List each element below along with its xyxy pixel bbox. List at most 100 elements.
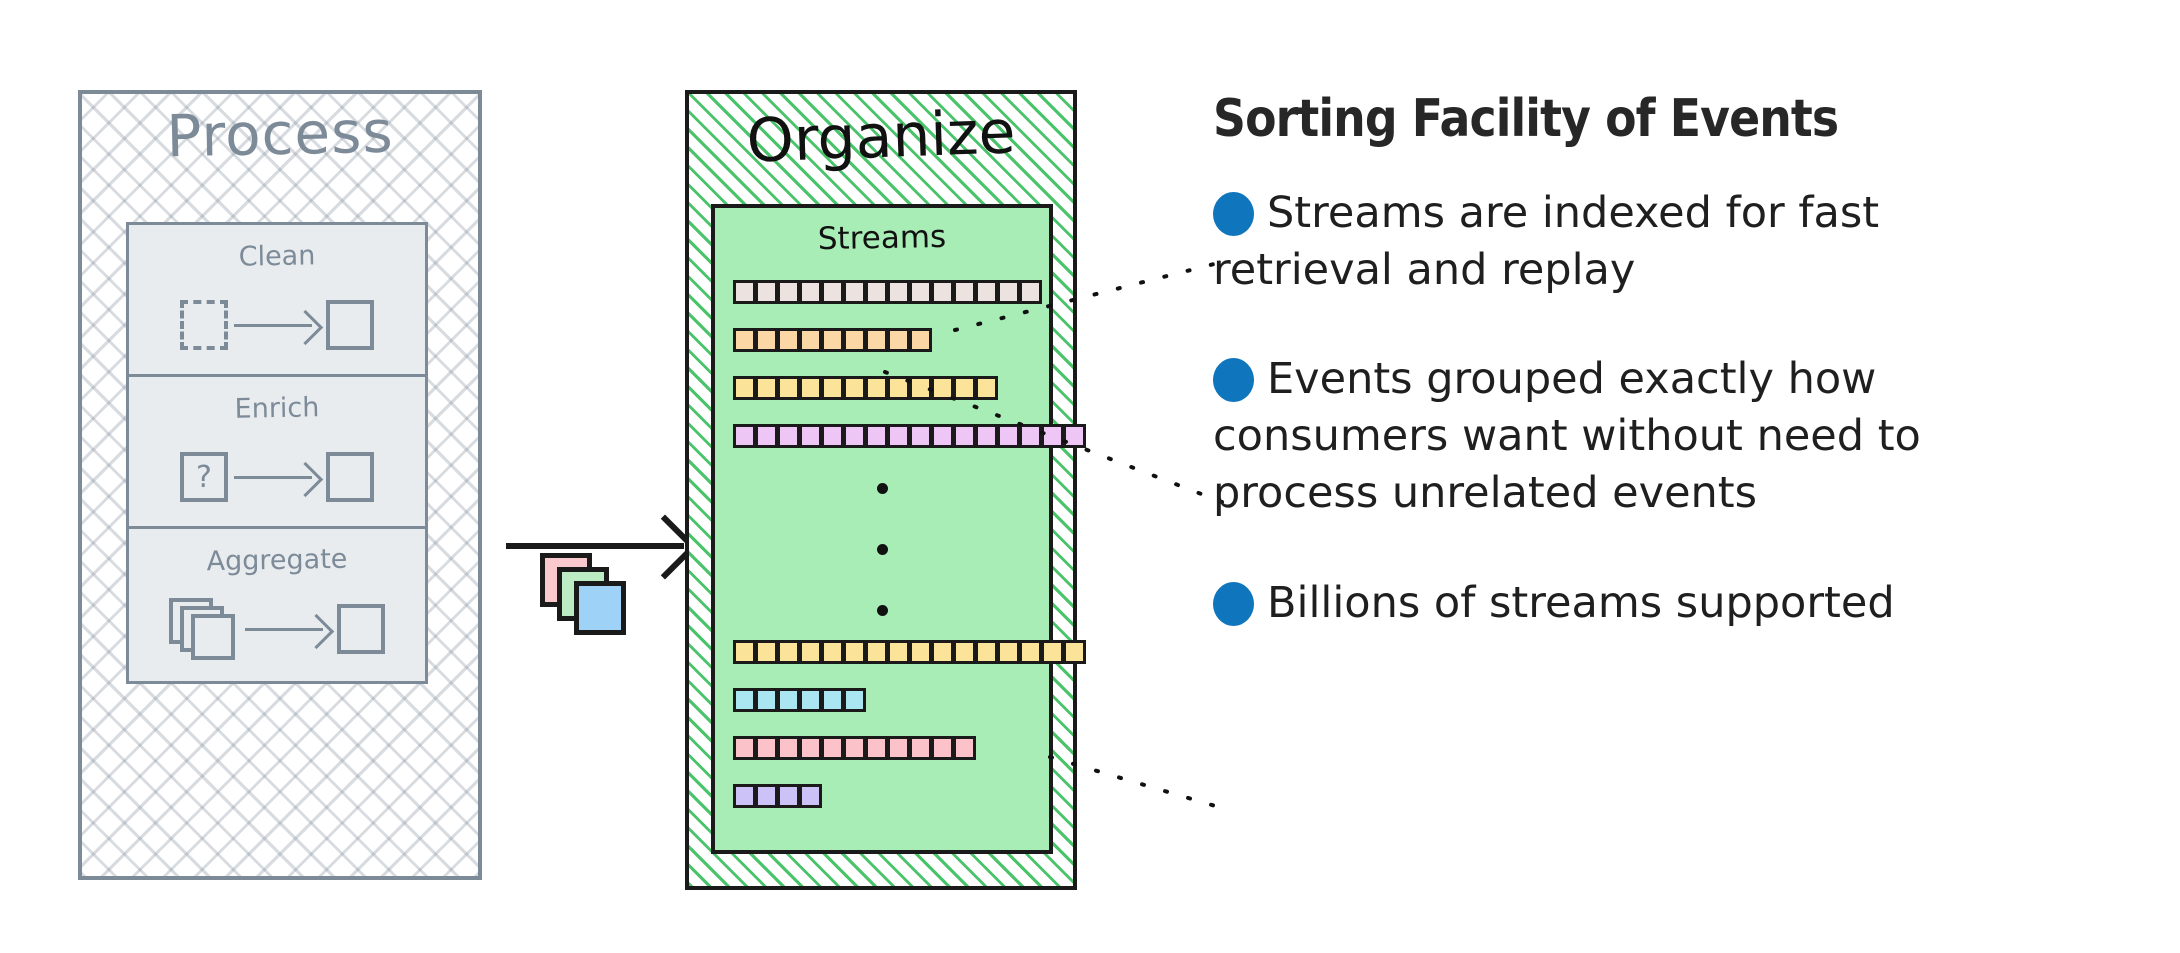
stream-cell (1063, 640, 1086, 664)
stream-cell (733, 328, 756, 352)
stream-cell (843, 376, 866, 400)
stream-cell (931, 280, 954, 304)
organize-panel: Organize Streams (685, 90, 1086, 890)
stream-cell (755, 688, 778, 712)
stream-cell (865, 736, 888, 760)
stream-cell (1019, 280, 1042, 304)
stream-row-7[interactable] (733, 736, 976, 760)
process-card-label: Enrich (234, 392, 320, 425)
stream-cell (843, 640, 866, 664)
stream-cell (909, 640, 932, 664)
process-card-icons (129, 287, 425, 363)
stream-cell (931, 424, 954, 448)
stream-cell (821, 328, 844, 352)
stream-cell (843, 736, 866, 760)
flow-event-cards-stack (540, 553, 630, 635)
stream-cell (755, 640, 778, 664)
stream-cell (865, 424, 888, 448)
stream-cell (843, 424, 866, 448)
stream-cell (821, 280, 844, 304)
process-card-aggregate[interactable]: Aggregate (126, 526, 428, 684)
stream-cell (777, 688, 800, 712)
dashed-square-icon (180, 300, 228, 350)
bullet-dot-icon (1213, 191, 1254, 236)
stream-row-1[interactable] (733, 280, 1042, 304)
right-arrow-icon (245, 614, 331, 644)
square-icon (326, 452, 374, 502)
stream-row-5[interactable] (733, 640, 1086, 664)
stream-cell (909, 376, 932, 400)
process-panel: Process Clean Enrich ? Aggregate (78, 90, 482, 880)
stream-cell (1041, 640, 1064, 664)
process-card-enrich[interactable]: Enrich ? (126, 374, 428, 532)
flow-right-arrow-icon (506, 543, 684, 549)
square-icon (337, 604, 385, 654)
stream-cell (821, 736, 844, 760)
text-panel: Sorting Facility of Events Streams are i… (1213, 92, 2153, 684)
stream-cell (909, 424, 932, 448)
streams-title: Streams (817, 218, 947, 258)
organize-panel-title: Organize (745, 97, 1017, 177)
stream-cell (887, 328, 910, 352)
process-card-label: Clean (238, 240, 316, 273)
square-icon (326, 300, 374, 350)
stream-cell (799, 640, 822, 664)
page-title: Sorting Facility of Events (1213, 89, 1839, 149)
stream-cell (953, 280, 976, 304)
stream-cell (865, 280, 888, 304)
stream-cell (733, 376, 756, 400)
stream-row-8[interactable] (733, 784, 822, 808)
stream-row-4[interactable] (733, 424, 1086, 448)
stream-cell (755, 784, 778, 808)
bullet-events-grouped: Events grouped exactly how consumers wan… (1213, 351, 2153, 523)
stream-cell (909, 328, 932, 352)
vertical-ellipsis-icon (715, 483, 1049, 666)
stream-cell (953, 640, 976, 664)
stream-cell (997, 424, 1020, 448)
stream-cell (799, 328, 822, 352)
question-square-icon: ? (180, 452, 228, 502)
stream-cell (953, 424, 976, 448)
stream-row-3[interactable] (733, 376, 998, 400)
stream-cell (799, 736, 822, 760)
stream-cell (843, 280, 866, 304)
stream-cell (975, 376, 998, 400)
stream-cell (799, 424, 822, 448)
stream-row-2[interactable] (733, 328, 932, 352)
stream-row-6[interactable] (733, 688, 866, 712)
stream-cell (909, 736, 932, 760)
stream-cell (865, 328, 888, 352)
stream-cell (777, 424, 800, 448)
process-panel-title: Process (165, 97, 395, 171)
stream-cell (887, 280, 910, 304)
stream-cell (843, 328, 866, 352)
streams-container: Streams (711, 204, 1086, 854)
stream-cell (777, 736, 800, 760)
stream-cell (733, 424, 756, 448)
stream-cell (777, 376, 800, 400)
bullet-text: Billions of streams supported (1267, 577, 1895, 628)
bullet-text: Streams are indexed for fast retrieval a… (1213, 187, 1880, 295)
stream-cell (953, 376, 976, 400)
stream-cell (733, 688, 756, 712)
stream-cell (755, 328, 778, 352)
stream-cell (931, 640, 954, 664)
stream-cell (733, 784, 756, 808)
stream-cell (1041, 424, 1064, 448)
stream-cell (799, 688, 822, 712)
stream-cell (887, 424, 910, 448)
right-arrow-icon (234, 462, 320, 492)
stream-cell (975, 424, 998, 448)
stream-cell (733, 640, 756, 664)
stream-cell (821, 376, 844, 400)
stream-cell (975, 280, 998, 304)
stream-cell (1019, 640, 1042, 664)
bullet-billions-streams: Billions of streams supported (1213, 575, 2153, 632)
process-card-icons (129, 591, 425, 667)
process-card-clean[interactable]: Clean (126, 222, 428, 380)
stream-cell (887, 376, 910, 400)
stream-cell (733, 736, 756, 760)
stacked-squares-icon (169, 598, 239, 660)
stream-cell (777, 784, 800, 808)
